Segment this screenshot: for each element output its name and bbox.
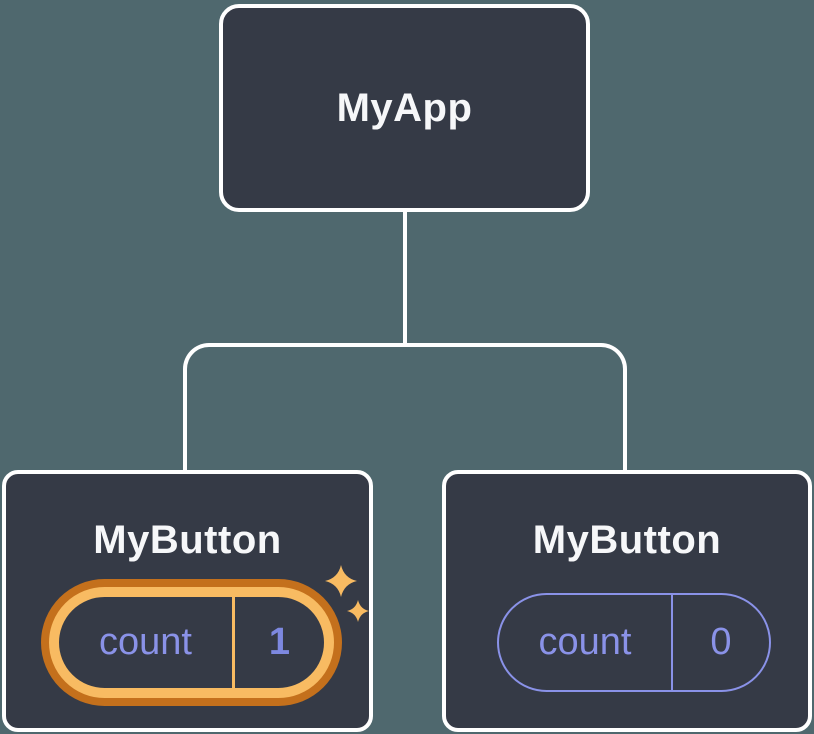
child-node-label: MyButton: [532, 518, 722, 562]
component-node-mybutton-left: MyButton count 1: [2, 470, 373, 732]
root-node-label: MyApp: [336, 85, 473, 130]
state-pill-normal: count 0: [497, 593, 771, 692]
pill-divider: [232, 597, 235, 688]
sparkles-icon: [325, 565, 369, 622]
connector-branch: [183, 343, 627, 470]
state-pill-highlighted: count 1: [49, 587, 334, 698]
pill-divider: [671, 595, 673, 690]
state-value: 1: [268, 621, 291, 663]
connector-root-stem: [403, 212, 407, 347]
component-node-mybutton-right: MyButton count 0: [442, 470, 812, 732]
state-value: 0: [710, 621, 732, 663]
component-node-root: MyApp: [219, 4, 590, 212]
state-key-label: count: [538, 621, 632, 663]
state-key-label: count: [99, 621, 192, 663]
child-node-label: MyButton: [93, 518, 282, 562]
